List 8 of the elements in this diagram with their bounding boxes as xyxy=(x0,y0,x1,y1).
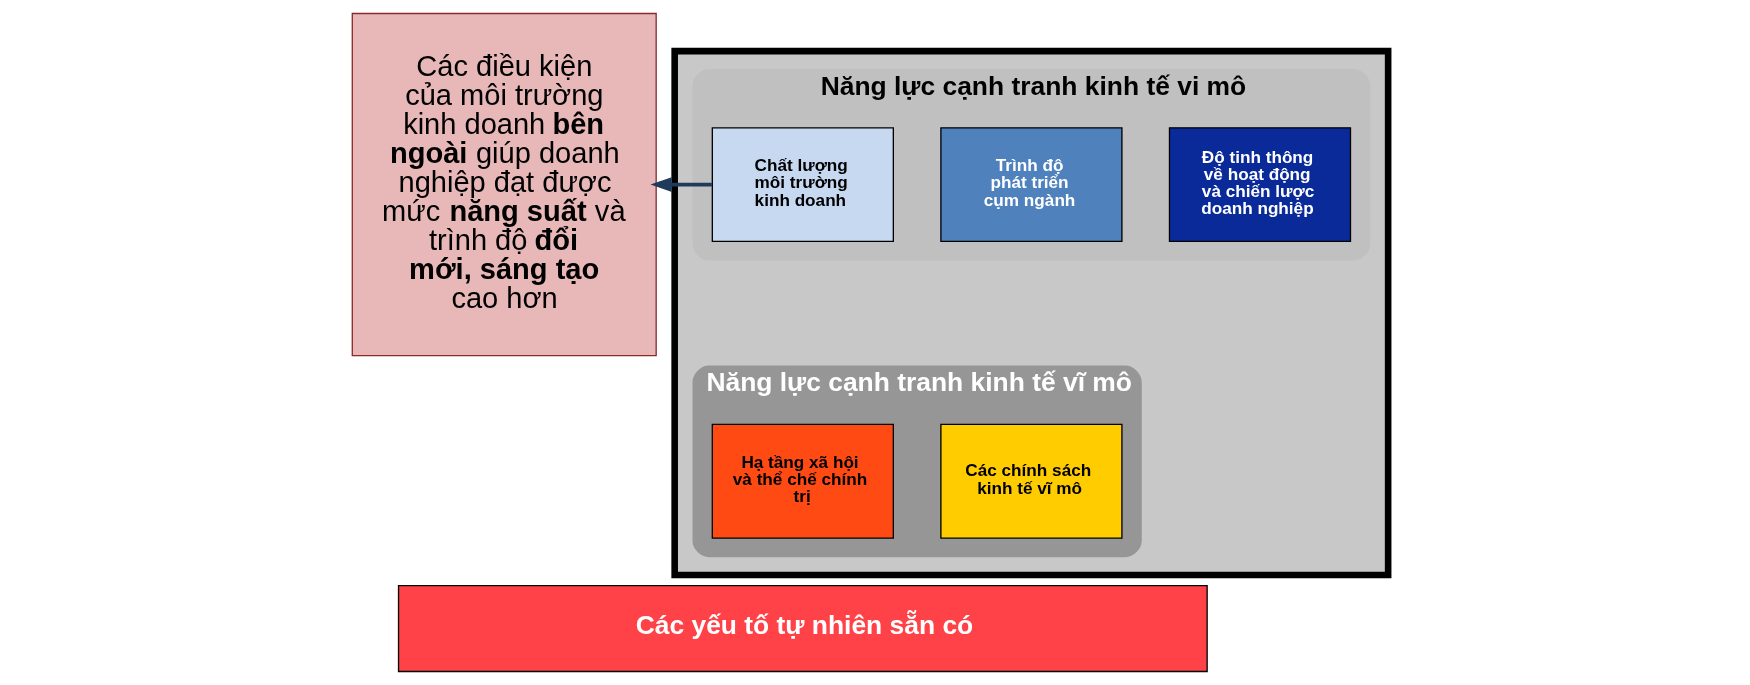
node-box: Các điều kiện của môi trường kinh doanh bên ngoài giúp doanh nghiệp đạt được mức năng suất và trình độ đổi mới, sáng tạo cao hơn xyxy=(351,12,657,357)
node-box: Chất lượng môi trường kinh doanh xyxy=(711,127,894,243)
node-box: Độ tinh thông về hoạt động và chiến lược doanh nghiệp xyxy=(1168,127,1351,243)
node-box: Hạ tầng xã hội và thể chế chính trị xyxy=(711,423,894,539)
arrow xyxy=(649,177,712,193)
node-box: Các yếu tố tự nhiên sẵn có xyxy=(397,584,1208,673)
node-box: Trình độ phát triển cụm ngành xyxy=(939,127,1123,243)
node-box: Các chính sách kinh tế vĩ mô xyxy=(939,423,1123,539)
